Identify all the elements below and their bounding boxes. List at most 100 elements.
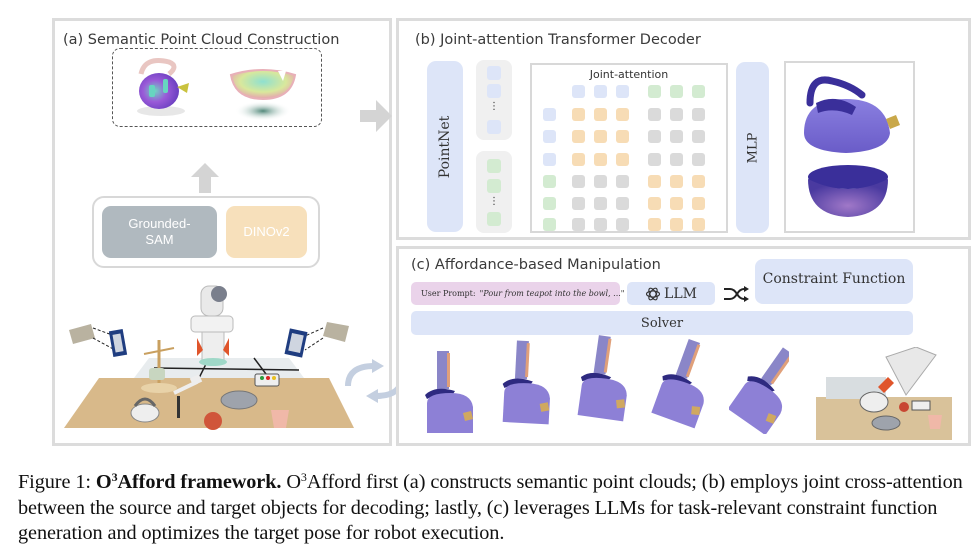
caption-body: Afford first (a) constructs semantic poi…: [18, 471, 963, 544]
attention-cell-self: [692, 130, 705, 143]
panel-c-title: (c) Affordance-based Manipulation: [411, 257, 661, 273]
panel-joint-attention-decoder: (b) Joint-attention Transformer Decoder …: [396, 18, 971, 240]
source-token: [487, 120, 501, 134]
target-token-column: ⋮: [476, 151, 512, 233]
target-token: [487, 212, 501, 226]
robot-arm: [190, 285, 234, 366]
teapot-pose-step: [502, 340, 550, 425]
llm-label: LLM: [664, 285, 697, 302]
up-arrow-icon: [191, 163, 219, 193]
attention-cell-cross: [594, 130, 607, 143]
joint-attention-label: Joint-attention: [589, 68, 669, 81]
attention-cell-self: [572, 218, 585, 231]
column-token-source: [594, 85, 607, 98]
source-token-column: ⋮: [476, 60, 512, 140]
row-token-target: [543, 218, 556, 231]
camera-right: [284, 322, 349, 358]
row-token-target: [543, 175, 556, 188]
attention-cell-cross: [692, 175, 705, 188]
row-token-source: [543, 153, 556, 166]
point-cloud-box: [112, 48, 322, 127]
caption-name: O3: [286, 470, 307, 493]
attention-cell-self: [670, 153, 683, 166]
row-token-target: [543, 197, 556, 210]
dinov2-block: DINOv2: [226, 206, 307, 258]
robot-execution-image: [816, 347, 952, 440]
attention-cell-self: [648, 153, 661, 166]
robot-scene-image: [64, 285, 354, 430]
hammer: [173, 374, 203, 395]
teapot: [130, 397, 160, 423]
attention-cell-self: [616, 218, 629, 231]
point-cloud-objects: [137, 58, 297, 121]
attention-cell-self: [648, 108, 661, 121]
row-token-source: [543, 108, 556, 121]
attention-cell-cross: [616, 108, 629, 121]
attention-cell-cross: [572, 153, 585, 166]
attention-cell-self: [594, 175, 607, 188]
affordance-maps: [804, 76, 900, 217]
attention-cell-self: [692, 108, 705, 121]
llm-block: LLM: [627, 282, 715, 305]
grounded-sam-label-2: SAM: [145, 232, 174, 247]
caption-bold-title: O3Afford framework.: [95, 470, 282, 493]
attention-cell-self: [648, 130, 661, 143]
attention-cell-cross: [670, 197, 683, 210]
column-token-target: [648, 85, 661, 98]
attention-cell-cross: [670, 218, 683, 231]
mlp-block: MLP: [736, 62, 769, 233]
attention-cell-self: [572, 197, 585, 210]
teapot-affordance: [804, 76, 900, 153]
user-prompt-text: "Pour from teapot into the bowl, ...": [479, 289, 625, 298]
attention-cell-cross: [692, 197, 705, 210]
attention-cell-self: [670, 130, 683, 143]
pointnet-label: PointNet: [437, 115, 453, 178]
attention-cell-cross: [572, 108, 585, 121]
right-arrow-icon: [360, 100, 392, 132]
shuffle-icon: [724, 286, 749, 302]
attention-cell-cross: [648, 197, 661, 210]
bowl-affordance: [808, 165, 888, 217]
attention-cell-self: [594, 197, 607, 210]
attention-cell-self: [616, 197, 629, 210]
column-token-target: [692, 85, 705, 98]
constraint-function-block: Constraint Function: [755, 259, 913, 304]
panel-semantic-point-cloud: (a) Semantic Point Cloud Construction: [52, 18, 392, 446]
column-token-source: [616, 85, 629, 98]
teapot-point-cloud: [137, 58, 189, 116]
attention-cell-self: [572, 175, 585, 188]
attention-cell-cross: [594, 153, 607, 166]
attention-cell-cross: [616, 153, 629, 166]
mug-rack: [141, 340, 177, 393]
cup: [271, 410, 289, 428]
attention-cell-cross: [648, 175, 661, 188]
teapot-pose-step: [577, 335, 627, 422]
affordance-output-box: [784, 61, 915, 233]
ellipsis: ⋮: [489, 101, 499, 112]
target-token: [487, 179, 501, 193]
attention-cell-cross: [670, 175, 683, 188]
attention-cell-cross: [692, 218, 705, 231]
user-prompt-label: User Prompt:: [421, 289, 476, 298]
teapot-pose-step: [729, 347, 789, 434]
teapot-pose-step: [651, 338, 704, 429]
attention-cell-cross: [594, 108, 607, 121]
target-token: [487, 159, 501, 173]
apple: [204, 412, 222, 430]
attention-cell-self: [594, 218, 607, 231]
bowl-point-cloud: [229, 69, 297, 121]
row-token-source: [543, 130, 556, 143]
source-token: [487, 66, 501, 80]
attention-cell-cross: [616, 130, 629, 143]
foundation-models-group: Grounded-SAM DINOv2: [92, 196, 320, 268]
attention-cell-self: [692, 153, 705, 166]
panel-b-title: (b) Joint-attention Transformer Decoder: [415, 32, 701, 48]
joint-attention-matrix: Joint-attention: [530, 63, 728, 233]
figure-caption: Figure 1: O3Afford framework. O3Afford f…: [18, 470, 973, 547]
attention-cell-cross: [648, 218, 661, 231]
grounded-sam-block: Grounded-SAM: [102, 206, 217, 258]
ellipsis: ⋮: [489, 196, 499, 207]
mlp-label: MLP: [745, 132, 760, 163]
panel-affordance-manipulation: (c) Affordance-based Manipulation User P…: [396, 246, 971, 446]
button-box: [254, 373, 280, 387]
